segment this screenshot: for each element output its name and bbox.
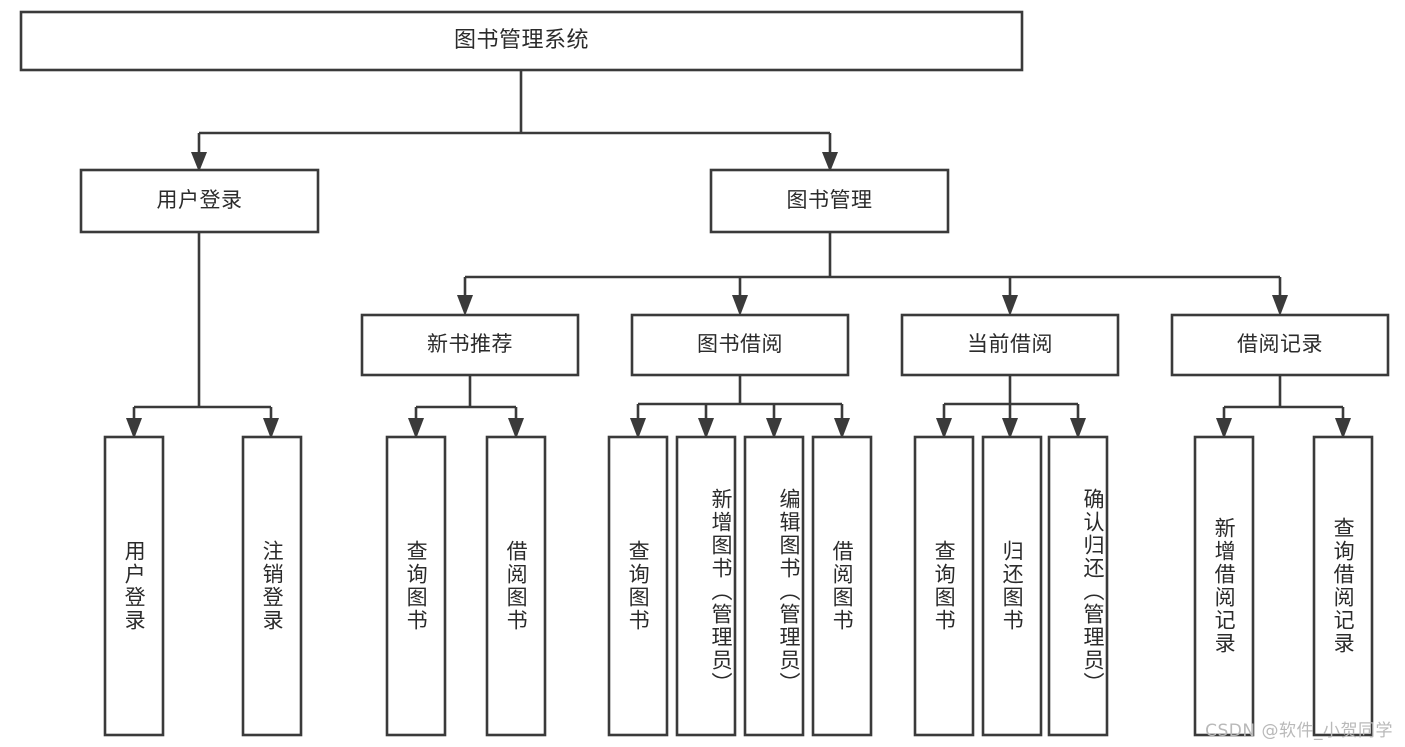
arrowhead-new-book-rec (457, 295, 473, 316)
connector-group-book-mgmt (457, 232, 1288, 316)
connector-group-current-borrow (936, 375, 1086, 439)
node-box-leaf-09[interactable] (913, 435, 975, 737)
arrowhead-user-login (191, 152, 207, 172)
arrowhead-book-mgmt (822, 152, 838, 172)
node-box-new-book-rec[interactable] (360, 313, 580, 377)
node-box-leaf-11[interactable] (1047, 435, 1109, 737)
arrowhead-leaf-08 (834, 418, 850, 439)
node-box-leaf-01[interactable] (103, 435, 165, 737)
node-box-leaf-06[interactable] (675, 435, 737, 737)
arrowhead-leaf-03 (408, 418, 424, 439)
node-box-book-borrow[interactable] (630, 313, 850, 377)
arrowhead-leaf-05 (630, 418, 646, 439)
connector-group-root (191, 70, 838, 172)
arrowhead-borrow-record (1272, 295, 1288, 316)
connector-group-new-book-rec (408, 375, 524, 439)
connector-group-book-borrow (630, 375, 850, 439)
node-box-leaf-13[interactable] (1312, 435, 1374, 737)
node-box-book-mgmt[interactable] (709, 168, 950, 234)
node-box-current-borrow[interactable] (900, 313, 1120, 377)
node-box-leaf-04[interactable] (485, 435, 547, 737)
csdn-watermark: CSDN @软件_小贺同学 (1205, 721, 1393, 741)
arrowhead-current-borrow (1002, 295, 1018, 316)
node-box-leaf-03[interactable] (385, 435, 447, 737)
arrowhead-leaf-13 (1335, 418, 1351, 439)
arrowhead-leaf-07 (766, 418, 782, 439)
node-box-root[interactable] (19, 10, 1024, 72)
connector-group-borrow-record (1216, 375, 1351, 439)
arrowhead-leaf-10 (1002, 418, 1018, 439)
arrowhead-leaf-11 (1070, 418, 1086, 439)
node-box-leaf-07[interactable] (743, 435, 805, 737)
node-box-user-login[interactable] (79, 168, 320, 234)
node-box-leaf-02[interactable] (241, 435, 303, 737)
arrowhead-book-borrow (732, 295, 748, 316)
node-box-leaf-05[interactable] (607, 435, 669, 737)
node-box-leaf-12[interactable] (1193, 435, 1255, 737)
node-box-borrow-record[interactable] (1170, 313, 1390, 377)
node-box-leaf-10[interactable] (981, 435, 1043, 737)
node-box-leaf-08[interactable] (811, 435, 873, 737)
arrowhead-leaf-09 (936, 418, 952, 439)
connector-group-user-login (126, 232, 279, 439)
arrowhead-leaf-04 (508, 418, 524, 439)
arrowhead-leaf-02 (263, 418, 279, 439)
arrowhead-leaf-12 (1216, 418, 1232, 439)
arrowhead-leaf-06 (698, 418, 714, 439)
arrowhead-leaf-01 (126, 418, 142, 439)
